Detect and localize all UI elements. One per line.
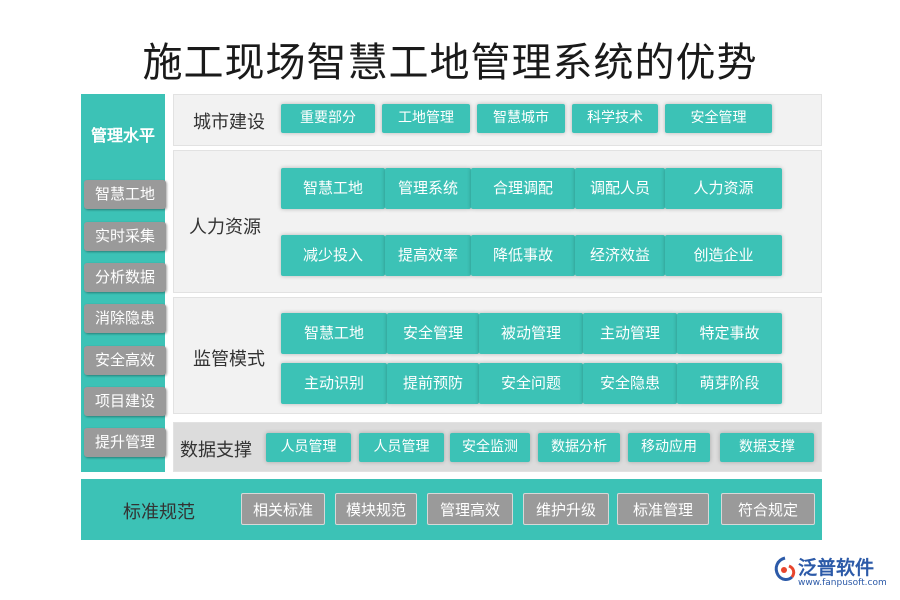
supervision-item: 主动管理 (583, 313, 677, 354)
standard-item: 标准管理 (617, 493, 709, 525)
fanpusoft-logo: 泛普软件 www.fanpusoft.com (772, 553, 892, 593)
left-item: 安全高效 (84, 346, 166, 375)
data-support-label: 数据支撑 (180, 440, 252, 461)
data-support-item: 人员管理 (359, 433, 444, 462)
hr-item: 智慧工地 (281, 168, 385, 209)
city-item: 重要部分 (281, 104, 375, 133)
management-level-header: 管理水平 (90, 126, 155, 145)
human-resources-label: 人力资源 (189, 217, 261, 238)
data-support-item: 人员管理 (266, 433, 351, 462)
left-item: 消除隐患 (84, 304, 166, 333)
hr-item: 降低事故 (471, 235, 575, 276)
data-support-item: 数据支撑 (720, 433, 814, 462)
supervision-item: 安全问题 (479, 363, 583, 404)
data-support-panel: 数据支撑 人员管理 人员管理 安全监测 数据分析 移动应用 数据支撑 (173, 422, 822, 472)
hr-item: 经济效益 (575, 235, 665, 276)
city-item: 工地管理 (382, 104, 470, 133)
city-construction-panel: 城市建设 重要部分 工地管理 智慧城市 科学技术 安全管理 (173, 94, 822, 146)
standard-item: 维护升级 (523, 493, 609, 525)
left-item: 分析数据 (84, 263, 166, 292)
left-item: 智慧工地 (84, 180, 166, 209)
city-item: 科学技术 (572, 104, 658, 133)
page-title: 施工现场智慧工地管理系统的优势 (142, 40, 758, 86)
left-item: 实时采集 (84, 222, 166, 251)
hr-item: 创造企业 (665, 235, 782, 276)
standard-item: 模块规范 (335, 493, 417, 525)
data-support-item: 移动应用 (628, 433, 710, 462)
supervision-mode-panel: 监管模式 智慧工地 安全管理 被动管理 主动管理 特定事故 主动识别 提前预防 … (173, 297, 822, 414)
left-item: 项目建设 (84, 387, 166, 416)
standard-specification-label: 标准规范 (123, 502, 195, 523)
hr-item: 合理调配 (471, 168, 575, 209)
city-item: 安全管理 (665, 104, 772, 133)
logo-url: www.fanpusoft.com (798, 578, 887, 588)
left-item: 提升管理 (84, 428, 166, 457)
supervision-item: 安全管理 (387, 313, 479, 354)
logo-name: 泛普软件 (798, 557, 875, 579)
supervision-item: 被动管理 (479, 313, 583, 354)
supervision-mode-label: 监管模式 (193, 349, 265, 370)
hr-item: 减少投入 (281, 235, 385, 276)
supervision-item: 萌芽阶段 (677, 363, 782, 404)
supervision-item: 智慧工地 (281, 313, 387, 354)
data-support-item: 安全监测 (450, 433, 530, 462)
city-construction-label: 城市建设 (193, 112, 265, 133)
supervision-item: 安全隐患 (583, 363, 677, 404)
human-resources-panel: 人力资源 智慧工地 管理系统 合理调配 调配人员 人力资源 减少投入 提高效率 … (173, 150, 822, 293)
hr-item: 管理系统 (385, 168, 471, 209)
data-support-item: 数据分析 (538, 433, 620, 462)
supervision-item: 特定事故 (677, 313, 782, 354)
standard-item: 相关标准 (241, 493, 325, 525)
supervision-item: 提前预防 (387, 363, 479, 404)
supervision-item: 主动识别 (281, 363, 387, 404)
fanpu-swirl-icon (774, 556, 796, 581)
hr-item: 人力资源 (665, 168, 782, 209)
hr-item: 调配人员 (575, 168, 665, 209)
standard-item: 符合规定 (721, 493, 815, 525)
hr-item: 提高效率 (385, 235, 471, 276)
standard-specification-bar: 标准规范 相关标准 模块规范 管理高效 维护升级 标准管理 符合规定 (81, 479, 822, 540)
city-item: 智慧城市 (477, 104, 565, 133)
standard-item: 管理高效 (427, 493, 513, 525)
management-level-column: 管理水平 智慧工地 实时采集 分析数据 消除隐患 安全高效 项目建设 提升管理 (81, 94, 166, 472)
